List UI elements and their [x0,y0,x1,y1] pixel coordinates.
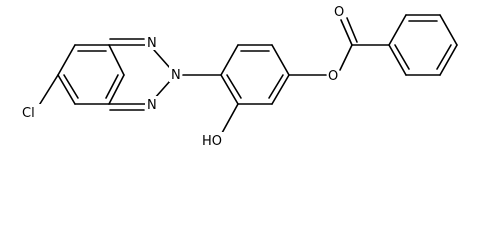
atom-carbonyl-oxygen: O [334,5,344,20]
molecule-diagram: Cl N N N HO O O [22,5,458,149]
atom-nitrogen-bottom: N [147,98,157,113]
atom-nitrogen-top: N [147,36,157,51]
c-oh-bond [221,103,239,134]
carbonyl-double-bond-a [340,19,353,46]
o-carbonyl-c-bond [339,44,353,71]
triazole-ring [108,35,171,111]
benzo-ring [57,44,125,105]
atom-ester-oxygen: O [328,69,338,84]
structure-canvas: Cl N N N HO O O [22,5,458,149]
carbonyl-double-bond-b [346,17,358,43]
atom-nitrogen-middle: N [171,68,181,83]
phenyl-ring [388,14,458,76]
phenol-ring [220,44,290,105]
atom-chlorine: Cl [22,106,35,121]
c-cl-bond [37,74,59,108]
atom-hydroxyl: HO [202,134,222,149]
